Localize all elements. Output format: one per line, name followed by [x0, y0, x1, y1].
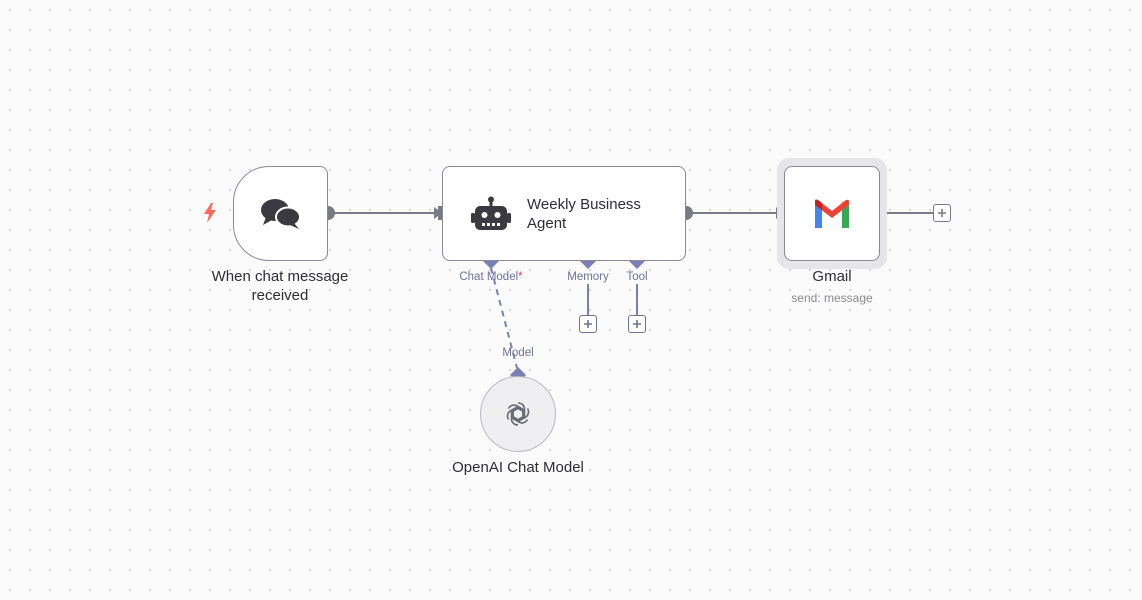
connection-arrow: [434, 207, 442, 219]
gmail-icon: [815, 198, 849, 228]
gmail-node-subtitle: send: message: [791, 291, 873, 305]
trigger-node-label: When chat message received: [211, 268, 349, 304]
openai-chat-model-node[interactable]: [480, 376, 556, 452]
tool-port-label: Tool: [626, 271, 648, 283]
ai-agent-node[interactable]: Weekly Business Agent: [442, 166, 686, 261]
chat-trigger-node[interactable]: [233, 166, 328, 261]
chat-bubbles-icon: [260, 198, 301, 229]
plus-icon: [584, 320, 592, 328]
agent-node-title: Weekly Business Agent: [527, 195, 641, 232]
add-node-button[interactable]: [933, 204, 951, 222]
gmail-node[interactable]: [784, 166, 880, 261]
add-tool-button[interactable]: [628, 315, 646, 333]
model-port-label: Model: [502, 347, 534, 359]
add-memory-button[interactable]: [579, 315, 597, 333]
openai-node-label: OpenAI Chat Model: [452, 459, 584, 476]
memory-port-label: Memory: [567, 271, 609, 283]
chat-model-port-label: Chat Model*: [459, 271, 523, 283]
openai-icon: [506, 402, 530, 426]
gmail-node-label: Gmail: [812, 268, 852, 285]
plus-icon: [938, 209, 946, 217]
plus-icon: [633, 320, 641, 328]
lightning-bolt-icon: [204, 203, 216, 223]
robot-icon: [471, 196, 511, 230]
